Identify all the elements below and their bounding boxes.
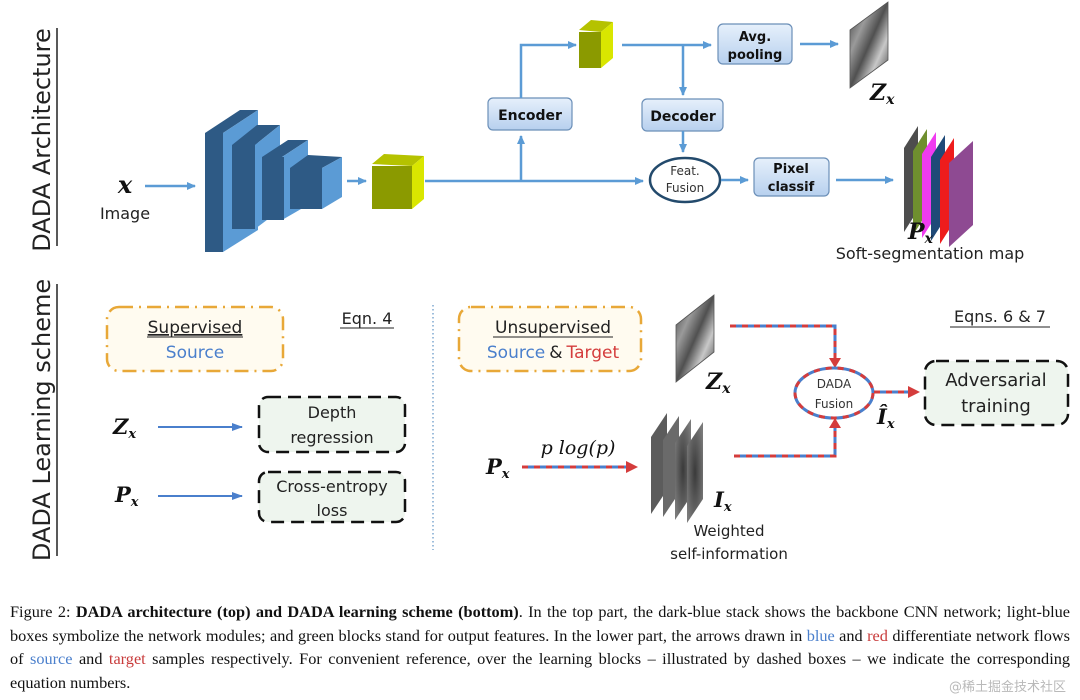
depth-map-image-learning [675, 294, 715, 383]
cross-entropy-label-1: Cross-entropy [276, 477, 388, 496]
self-info-symbol: Ix [713, 487, 732, 515]
arrow-encoder-to-feature [519, 41, 577, 98]
feat-fusion-label-1: Feat. [670, 164, 700, 178]
supervised-seg-symbol: Px [114, 482, 139, 510]
section-label-architecture: DADA Architecture [28, 28, 58, 252]
avg-pooling-label-1: Avg. [739, 30, 771, 45]
pixel-classif-label-2: classif [768, 180, 815, 195]
section-label-learning-text: DADA Learning scheme [28, 279, 56, 561]
supervised-source-box: Supervised Source [105, 305, 285, 373]
flow-fusion-to-adversarial [874, 386, 920, 398]
dada-fusion-node: DADA Fusion [793, 366, 875, 420]
dada-fusion-label-2: Fusion [815, 397, 853, 411]
self-info-label-2: self-information [670, 545, 788, 563]
adversarial-training-box: Adversarial training [923, 359, 1070, 427]
caption-word-target: target [108, 649, 146, 668]
supervised-equation-ref: Eqn. 4 [342, 309, 393, 328]
caption-and-2: and [72, 649, 109, 668]
unsup-seg-symbol: Px [485, 454, 510, 482]
self-information-stack [651, 413, 703, 523]
seg-output-symbol: Px [907, 219, 934, 247]
caption-word-red: red [867, 625, 888, 645]
self-info-label-1: Weighted [693, 522, 764, 540]
feature-cube-backbone [372, 154, 424, 209]
unsupervised-equation-ref: Eqns. 6 & 7 [954, 307, 1046, 326]
depth-regression-label-2: regression [290, 428, 373, 447]
unsupervised-domains: Source&Target [487, 343, 620, 363]
supervised-title: Supervised [148, 318, 243, 338]
backbone-block-4-side [322, 157, 342, 209]
feature-cube-encoder [579, 20, 613, 68]
adversarial-label-1: Adversarial [945, 370, 1046, 391]
caption-and-1: and [834, 625, 868, 645]
figure-caption: Figure 2: DADA architecture (top) and DA… [10, 600, 1070, 694]
seg-output-label: Soft-segmentation map [836, 244, 1025, 263]
backbone-block-4-front [290, 168, 322, 209]
flow-self-info-to-dada-fusion [734, 418, 841, 458]
caption-bold-title: DADA architecture (top) and DADA learnin… [75, 602, 519, 621]
feat-fusion-node: Feat. Fusion [648, 156, 722, 204]
backbone-block-1-front [205, 133, 223, 252]
caption-text-3: samples respectively. For convenient ref… [10, 649, 1070, 692]
backbone-block-3-top [262, 140, 308, 157]
dada-diagram: DADA Architecture x Image Encoder [28, 1, 1070, 563]
backbone-block-3-front [262, 157, 284, 220]
unsupervised-title: Unsupervised [495, 318, 611, 338]
soft-segmentation-map [904, 126, 973, 247]
caption-word-source: source [30, 649, 73, 668]
input-symbol-x: x [117, 170, 133, 199]
backbone-cnn-stack [205, 110, 342, 252]
backbone-block-2-top [232, 125, 280, 145]
section-label-architecture-text: DADA Architecture [28, 28, 56, 252]
caption-figure-label: Figure 2: [10, 602, 71, 621]
depth-regression-box: Depth regression [257, 395, 407, 454]
encoder-module: Encoder [487, 97, 573, 131]
decoder-module: Decoder [641, 98, 724, 132]
feat-fusion-label-2: Fusion [666, 181, 704, 195]
unsupervised-source-target-box: Unsupervised Source&Target [457, 305, 643, 373]
backbone-block-4-top [290, 155, 342, 168]
flow-seg-to-self-info [522, 461, 638, 473]
dada-fusion-label-1: DADA [817, 377, 852, 391]
seg-map-layer [949, 141, 973, 247]
pixel-classif-module: Pixel classif [753, 157, 830, 197]
depth-output-symbol: Zx [869, 80, 895, 108]
section-label-learning: DADA Learning scheme [28, 279, 58, 561]
supervised-domain-source: Source [166, 343, 224, 363]
transform-plogp-label: p log(p) [541, 437, 616, 459]
caption-text-2: differentiate network flows of [10, 625, 1070, 669]
pixel-classif-label-1: Pixel [773, 162, 809, 177]
unsup-depth-symbol: Zx [705, 369, 731, 397]
avg-pooling-module: Avg. pooling [717, 23, 793, 65]
backbone-block-2-front [232, 145, 255, 229]
cross-entropy-label-2: loss [317, 501, 348, 520]
watermark: @稀土掘金技术社区 [948, 680, 1066, 695]
cross-entropy-box: Cross-entropy loss [257, 470, 407, 524]
fused-self-info-symbol: Îx [876, 404, 895, 432]
decoder-label: Decoder [650, 109, 716, 125]
encoder-label: Encoder [498, 108, 562, 124]
caption-word-blue: blue [806, 625, 835, 645]
supervised-depth-symbol: Zx [112, 414, 136, 442]
backbone-block-1-top [205, 110, 258, 133]
avg-pooling-label-2: pooling [728, 48, 783, 63]
adversarial-label-2: training [961, 396, 1031, 417]
input-label-image: Image [100, 204, 150, 223]
flow-depth-to-dada-fusion [730, 324, 841, 368]
caption-text-1: . In the top part, the dark-blue stack s… [10, 602, 1071, 645]
depth-map-image [849, 1, 889, 89]
depth-regression-label-1: Depth [308, 403, 357, 422]
